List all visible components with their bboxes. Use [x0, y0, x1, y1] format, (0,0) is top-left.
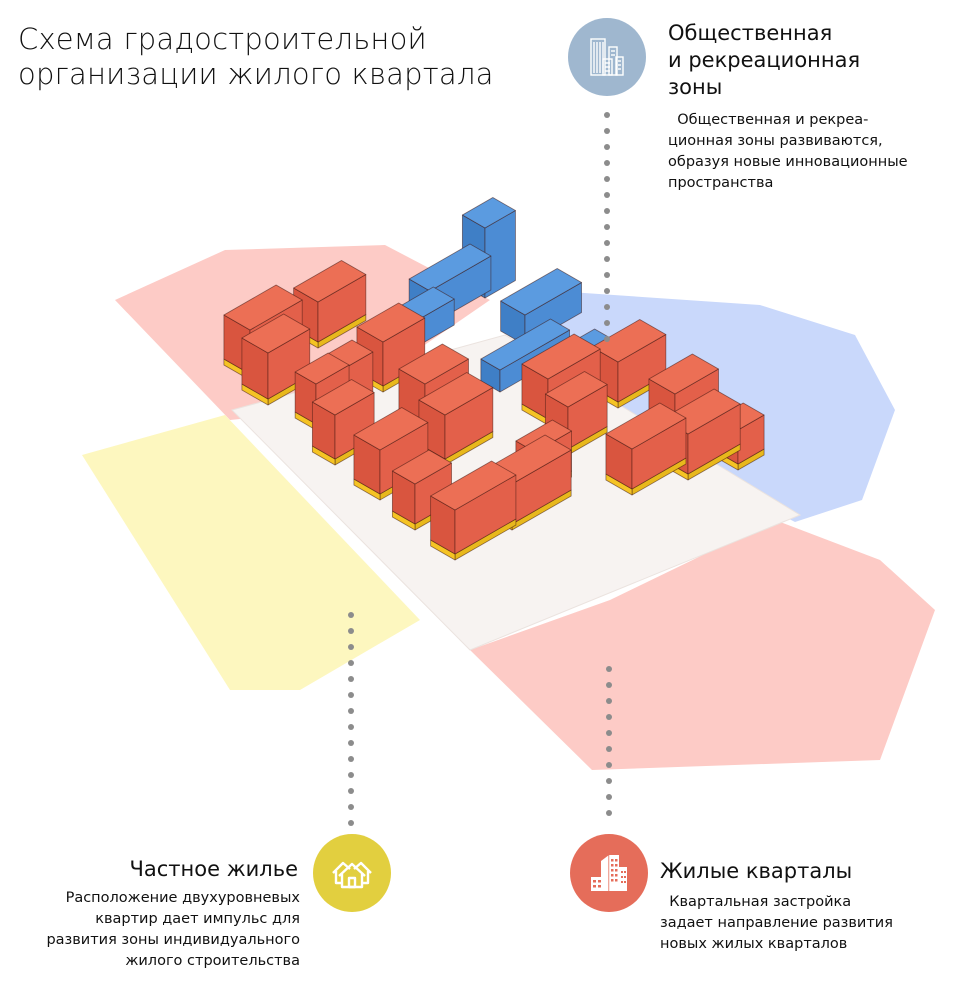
residential-title: Жилые кварталы: [660, 859, 853, 883]
residential-desc-line-2: задает направление развития: [660, 915, 893, 931]
public-zone-title-line-1: Общественная: [668, 21, 833, 45]
public-zone-description: Общественная и рекреа- ционная зоны разв…: [668, 110, 908, 194]
connector-dot: [348, 820, 354, 826]
connector-dot: [604, 224, 610, 230]
connector-dot: [348, 772, 354, 778]
residential-description: Квартальная застройка задает направление…: [660, 892, 893, 955]
connector-dot: [604, 336, 610, 342]
connector-dot: [606, 810, 612, 816]
residential-building: [430, 460, 517, 561]
connector-dot: [604, 176, 610, 182]
connector-dot: [348, 628, 354, 634]
connector-dot: [604, 192, 610, 198]
residential-desc-line-3: новых жилых кварталов: [660, 936, 848, 952]
connector-dot: [604, 112, 610, 118]
private-desc-line-4: жилого строительства: [125, 953, 300, 969]
connector-dot: [604, 304, 610, 310]
public-zone-title-line-2: и рекреационная: [668, 48, 861, 72]
private-desc-line-2: квартир дает импульс для: [95, 911, 300, 927]
connector-dot: [606, 746, 612, 752]
connector-dot: [348, 788, 354, 794]
connector-dot: [606, 698, 612, 704]
private-housing-zone: [82, 415, 420, 690]
connector-dot: [348, 708, 354, 714]
connector-dot: [348, 692, 354, 698]
residential-building: [605, 402, 687, 496]
connector-dot: [348, 724, 354, 730]
office-buildings-icon: [590, 38, 624, 76]
connector-dot: [606, 666, 612, 672]
private-desc-line-1: Расположение двухуровневых: [65, 890, 300, 906]
connector-dot: [606, 730, 612, 736]
connector-dot: [606, 762, 612, 768]
public-zone-badge: [568, 18, 646, 96]
residential-badge: [570, 834, 648, 912]
connector-dot: [348, 612, 354, 618]
connector-dot: [348, 660, 354, 666]
residential-desc-line-1: Квартальная застройка: [660, 894, 852, 910]
connector-dot: [606, 682, 612, 688]
connector-dot: [606, 714, 612, 720]
connector-dot: [604, 160, 610, 166]
connector-dot: [604, 128, 610, 134]
connector-dot: [604, 320, 610, 326]
residential-building: [353, 407, 429, 501]
private-housing-title: Частное жилье: [129, 857, 298, 881]
residential-zone-bottom: [470, 520, 935, 770]
connector-dot: [604, 256, 610, 262]
title-line-2: организации жилого квартала: [18, 57, 494, 91]
private-desc-line-3: развития зоны индивидуального: [46, 932, 300, 948]
public-desc-line-2: ционная зоны развиваются,: [668, 133, 883, 149]
connector-dot: [604, 288, 610, 294]
connector-dot: [348, 740, 354, 746]
connector-dot: [348, 804, 354, 810]
connector-dot: [606, 778, 612, 784]
connector-dot: [604, 144, 610, 150]
connector-dot: [604, 240, 610, 246]
page-title: Схема градостроительной организации жило…: [18, 22, 494, 92]
title-line-1: Схема градостроительной: [18, 22, 427, 56]
buildings-layer: [223, 197, 765, 561]
public-desc-line-3: образуя новые инновационные: [668, 154, 908, 170]
apartment-blocks-icon: [591, 855, 627, 891]
houses-icon: [332, 861, 372, 889]
connector-dot: [348, 756, 354, 762]
public-zone-title: Общественная и рекреационная зоны: [668, 20, 860, 101]
connector-dot: [604, 208, 610, 214]
public-desc-line-1: Общественная и рекреа-: [668, 112, 869, 128]
private-housing-description: Расположение двухуровневых квартир дает …: [10, 888, 300, 972]
private-housing-badge: [313, 834, 391, 912]
connector-dot: [604, 272, 610, 278]
residential-building: [311, 379, 375, 466]
connector-dot: [606, 794, 612, 800]
connector-dot: [348, 644, 354, 650]
connector-dot: [348, 676, 354, 682]
public-desc-line-4: пространства: [668, 175, 774, 191]
public-zone-title-line-3: зоны: [668, 75, 723, 99]
